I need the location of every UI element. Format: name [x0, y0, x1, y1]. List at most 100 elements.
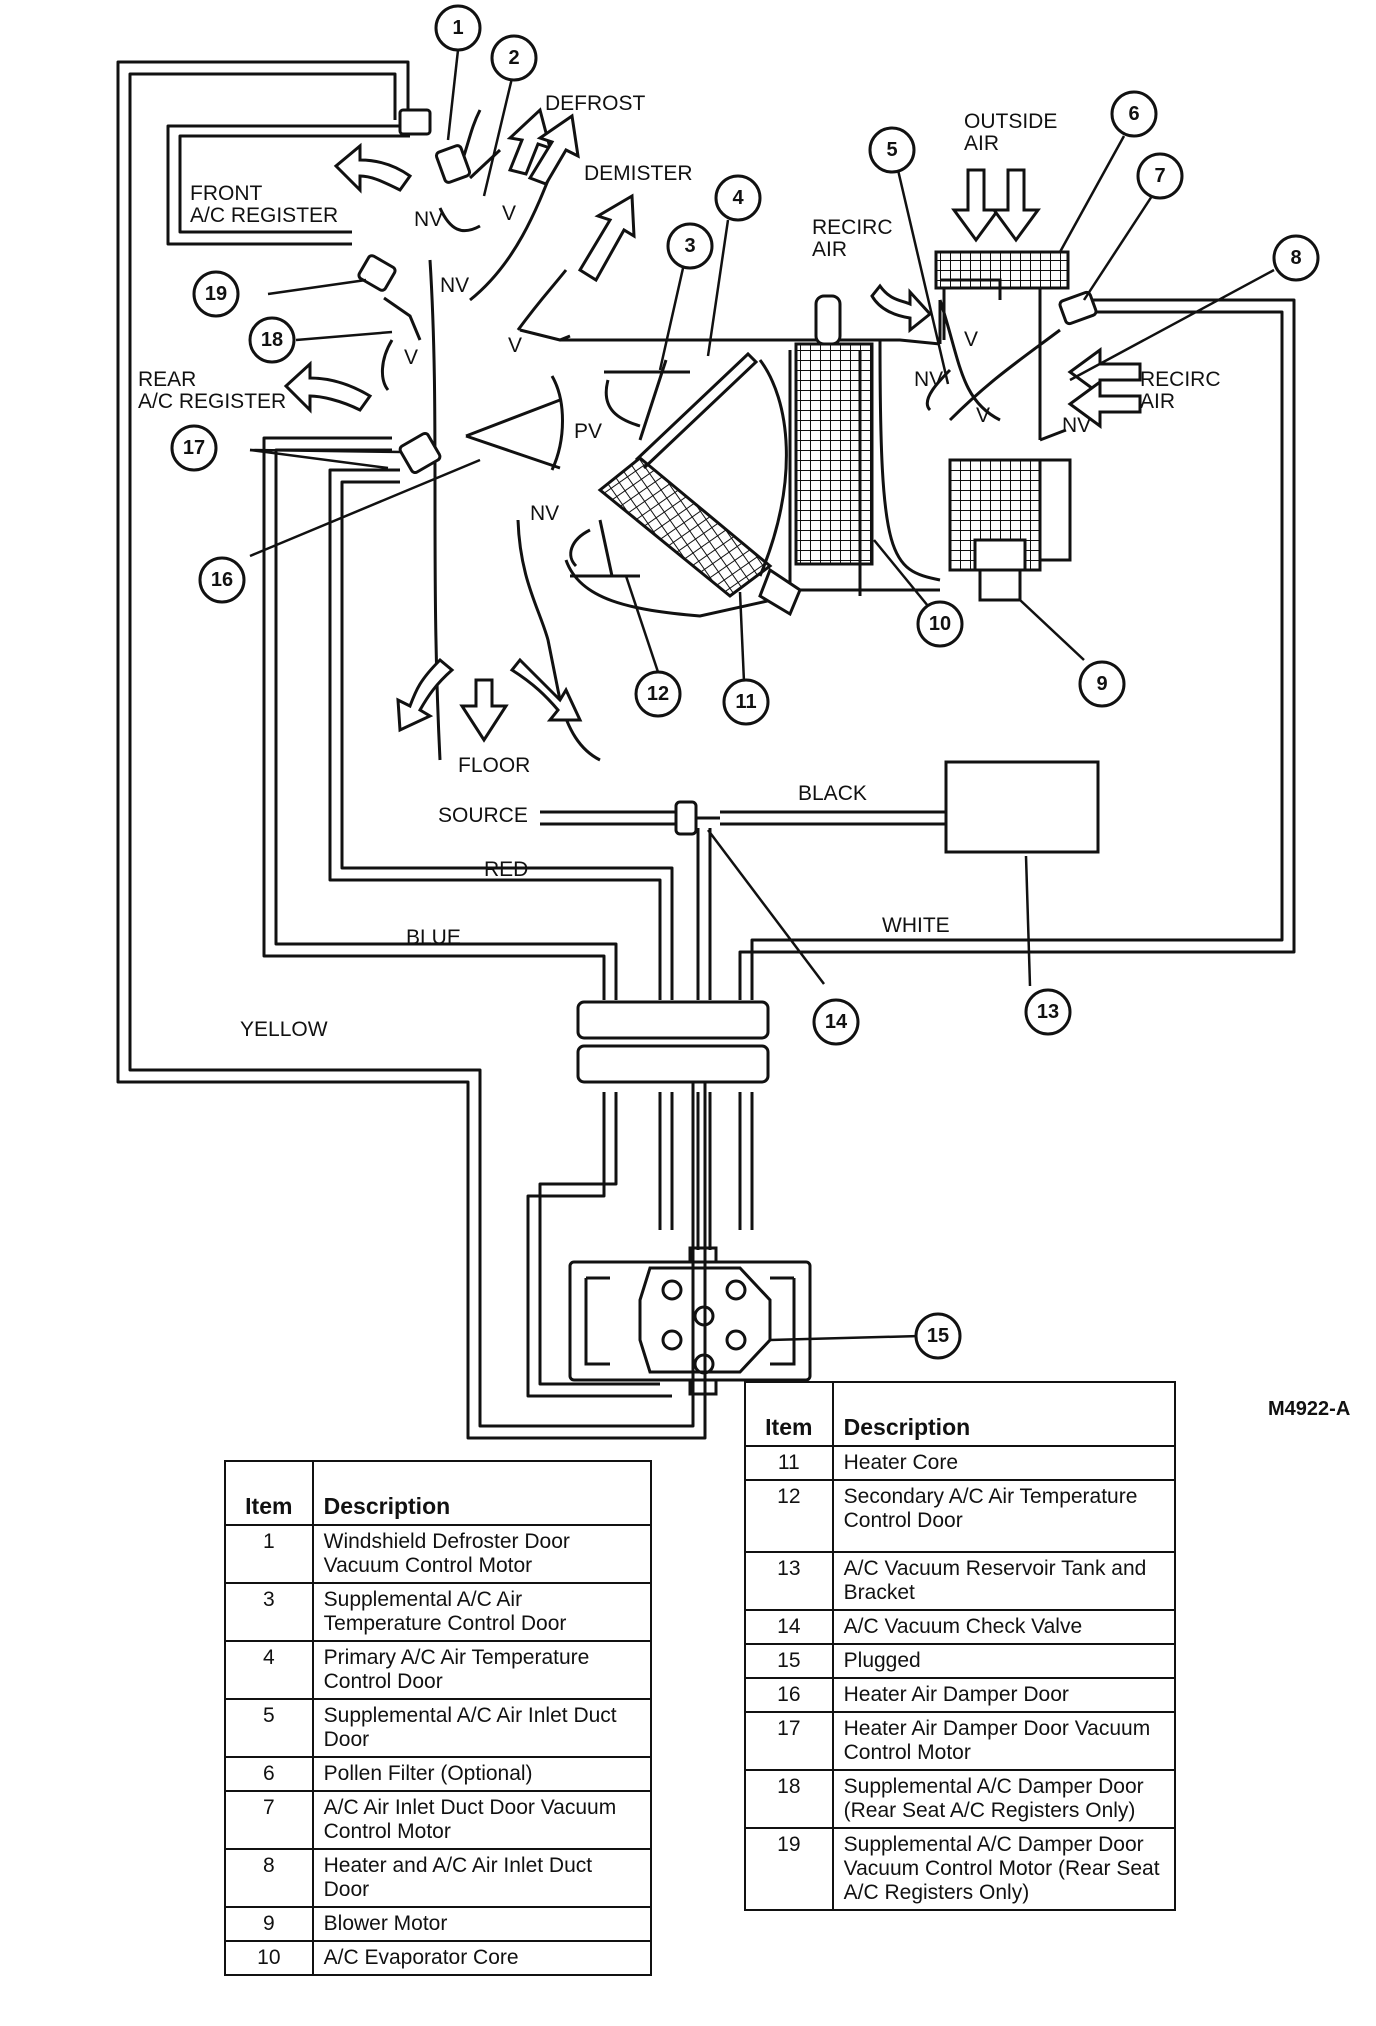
legend-description: Supplemental A/C Damper Door (Rear Seat …	[831, 1769, 1177, 1829]
legend-description: Supplemental A/C Damper Door Vacuum Cont…	[831, 1827, 1177, 1911]
defroster-vacuum-motor	[434, 144, 472, 184]
callout-1: 1	[434, 4, 482, 52]
label-front-register-2: A/C REGISTER	[190, 204, 338, 227]
callout-leaders	[249, 49, 1275, 1342]
svg-text:19: 19	[205, 283, 227, 305]
label-blue: BLUE	[406, 926, 461, 949]
label-recirc-right-2: AIR	[1140, 390, 1175, 413]
legend-item: 10	[224, 1940, 314, 1976]
callout-17: 17	[170, 424, 218, 472]
svg-text:10: 10	[929, 613, 951, 635]
front-register-arrow	[333, 142, 413, 194]
label-defrost: DEFROST	[545, 92, 646, 115]
label-rear-register-1: REAR	[138, 368, 196, 391]
figure-id: M4922-A	[1268, 1398, 1351, 1420]
label-floor: FLOOR	[458, 754, 530, 777]
label-front-register-1: FRONT	[190, 182, 262, 205]
legend-item: 9	[224, 1906, 314, 1942]
legend-item: 3	[224, 1582, 314, 1642]
vacuum-check-valve	[674, 800, 720, 836]
callout-6: 6	[1110, 90, 1158, 138]
outside-air-arrows	[951, 168, 1041, 243]
label-white: WHITE	[882, 914, 950, 937]
blower-motor	[948, 458, 1042, 602]
svg-text:5: 5	[886, 139, 897, 161]
svg-text:14: 14	[825, 1011, 848, 1033]
callout-12: 12	[634, 670, 682, 718]
legend-description: A/C Vacuum Check Valve	[831, 1609, 1177, 1645]
label-v: V	[976, 404, 990, 427]
label-recirc-right-1: RECIRC	[1140, 368, 1221, 391]
floor-arrow-center	[459, 678, 509, 743]
vacuum-motors	[357, 108, 1098, 475]
label-recirc-left-2: AIR	[812, 238, 847, 261]
legend-description: A/C Evaporator Core	[311, 1940, 653, 1976]
label-nv: NV	[440, 274, 469, 297]
legend-item: 18	[744, 1769, 834, 1829]
evaporator-core	[794, 342, 874, 566]
svg-text:3: 3	[684, 235, 695, 257]
legend-item: 8	[224, 1848, 314, 1908]
svg-text:18: 18	[261, 329, 283, 351]
yellow-hose	[116, 60, 707, 1440]
svg-text:1: 1	[452, 17, 463, 39]
heater-core	[597, 456, 802, 617]
supplemental-temp-door	[604, 359, 690, 441]
callout-18: 18	[248, 316, 296, 364]
label-nv: NV	[414, 208, 443, 231]
label-v: V	[508, 334, 522, 357]
svg-text:11: 11	[735, 691, 756, 713]
svg-text:16: 16	[211, 569, 233, 591]
label-v: V	[964, 328, 978, 351]
white-hose	[738, 298, 1296, 1000]
svg-text:13: 13	[1037, 1001, 1059, 1023]
legend-item: 7	[224, 1790, 314, 1850]
callout-7: 7	[1136, 152, 1184, 200]
callout-19: 19	[192, 270, 240, 318]
legend-item: 12	[744, 1479, 834, 1553]
inlet-duct-motor	[1058, 290, 1098, 326]
legend-item: 1	[224, 1524, 314, 1584]
label-pv: PV	[574, 420, 602, 443]
svg-text:17: 17	[183, 437, 205, 459]
svg-text:12: 12	[647, 683, 669, 705]
rear-register-arrow	[283, 360, 373, 414]
legend-description: A/C Vacuum Reservoir Tank and Bracket	[831, 1551, 1177, 1611]
callout-3: 3	[666, 222, 714, 270]
floor-arrow-right	[509, 657, 583, 722]
pollen-filter	[934, 250, 1070, 290]
front-register-hose	[166, 124, 410, 246]
legend-description: Heater and A/C Air Inlet Duct Door	[311, 1848, 653, 1908]
callout-13: 13	[1024, 988, 1072, 1036]
vacuum-reservoir-tank	[944, 760, 1100, 854]
diagram-labels: DEFROST DEMISTER FRONT A/C REGISTER REAR…	[138, 92, 1221, 1041]
legend-description: A/C Air Inlet Duct Door Vacuum Control M…	[311, 1790, 653, 1850]
heater-damper-motor	[398, 431, 442, 475]
legend-description: Heater Core	[831, 1445, 1177, 1481]
svg-text:2: 2	[508, 47, 519, 69]
label-nv: NV	[530, 502, 559, 525]
svg-text:8: 8	[1290, 247, 1301, 269]
label-demister: DEMISTER	[584, 162, 693, 185]
label-yellow: YELLOW	[240, 1018, 328, 1041]
legend-item: 6	[224, 1756, 314, 1792]
svg-text:7: 7	[1154, 165, 1165, 187]
defroster-door	[468, 148, 502, 180]
